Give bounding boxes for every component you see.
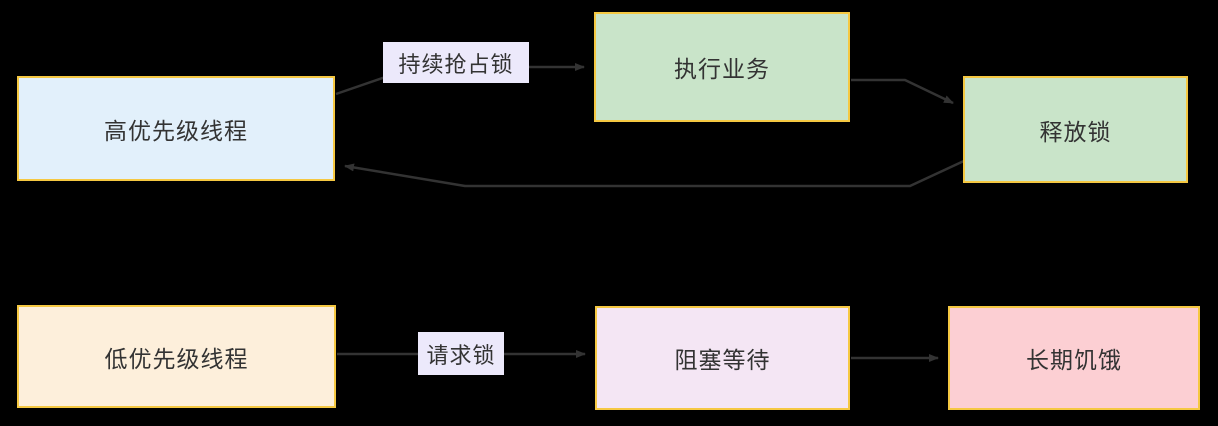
edge-path-release-back-to-high — [344, 158, 967, 188]
node-label: 阻塞等待 — [674, 347, 771, 373]
node-label: 低优先级线程 — [104, 345, 249, 372]
node-low-priority-thread[interactable]: 低优先级线程 — [17, 305, 336, 408]
edge-label-text: 请求锁 — [426, 342, 496, 368]
edge-path-execute-to-release — [851, 78, 954, 105]
node-label: 高优先级线程 — [104, 117, 248, 144]
node-release-lock[interactable]: 释放锁 — [963, 76, 1188, 183]
node-long-starvation[interactable]: 长期饥饿 — [948, 306, 1200, 410]
node-label: 长期饥饿 — [1026, 347, 1122, 373]
node-high-priority-thread[interactable]: 高优先级线程 — [17, 76, 335, 181]
edge-label-request-lock: 请求锁 — [418, 332, 504, 375]
node-label: 执行业务 — [674, 56, 770, 82]
node-blocked-waiting[interactable]: 阻塞等待 — [595, 306, 850, 410]
node-label: 释放锁 — [1039, 118, 1112, 145]
edge-label-preempt-lock: 持续抢占锁 — [383, 42, 529, 83]
node-execute-business[interactable]: 执行业务 — [594, 12, 850, 122]
edge-label-text: 持续抢占锁 — [398, 51, 514, 77]
